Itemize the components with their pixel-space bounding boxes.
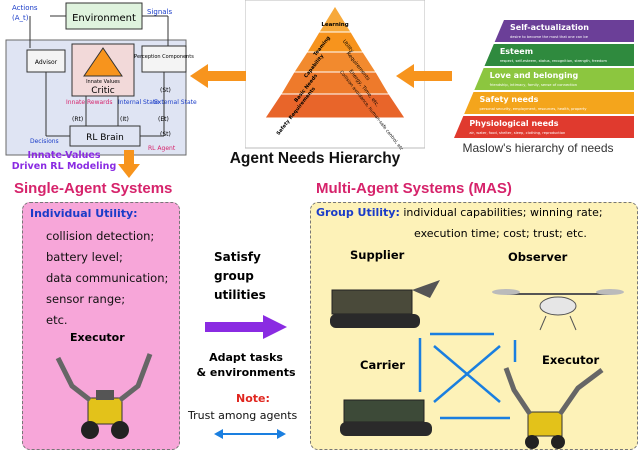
utility-item: collision detection; [46, 229, 155, 243]
utility-item: etc. [46, 313, 68, 327]
external-state-label: External State [154, 99, 197, 106]
signals-label: Signals [147, 8, 173, 16]
perception-label: Perception Components [134, 54, 194, 60]
executor-robot-icon [55, 353, 153, 439]
maslow-caption: Maslow's hierarchy of needs [462, 141, 614, 155]
individual-utility-title: Individual Utility: [30, 207, 138, 220]
individual-utility-list: collision detection; battery level; data… [46, 226, 168, 331]
adapt-label: Adapt tasks & environments [196, 351, 296, 379]
utility-item: sensor range; [46, 292, 126, 306]
environment-box [65, 2, 143, 30]
supplier-vehicle-icon [330, 280, 440, 328]
rl-brain-label: RL Brain [86, 133, 124, 143]
multi-agent-title: Multi-Agent Systems (MAS) [316, 180, 512, 197]
down-arrow-head [118, 164, 140, 178]
innate-values-rl-label: Innate-Values Driven RL Modeling [11, 150, 117, 172]
advisor-label: Advisor [35, 59, 58, 66]
left-arrow-2 [396, 64, 452, 88]
st-label: (St) [160, 87, 171, 94]
maslow-level-title: Safety needs [479, 95, 538, 104]
robot-wheel [111, 421, 129, 439]
rt-label: (Rt) [72, 116, 83, 123]
trust-arrow-right [277, 429, 286, 439]
maslow-pyramid: Self-actualization desire to become the m… [454, 20, 634, 138]
observer-label: Observer [508, 250, 568, 264]
mas-executor-robot-icon [503, 367, 604, 449]
single-agent-title: Single-Agent Systems [14, 180, 173, 197]
maslow-level [464, 92, 634, 114]
left-arrow-2-shape [396, 64, 452, 88]
et-label: (Et) [158, 116, 169, 123]
agent-rl-diagram: Environment Actions (A_t) Signals Adviso… [5, 2, 197, 156]
maslow-level-desc: friendship, intimacy, family, sense of c… [490, 83, 577, 87]
internal-state-label: Internal State [118, 99, 159, 106]
left-arrow-1 [190, 64, 246, 88]
carrier-label: Carrier [360, 358, 405, 372]
carrier-vehicle-icon [340, 399, 432, 436]
down-arrow-shaft [124, 150, 134, 166]
group-utility-text2: execution time; cost; trust; etc. [414, 227, 587, 240]
it-label: (It) [120, 116, 129, 123]
arrow-observer-carrier [433, 345, 501, 403]
maslow-level-title: Esteem [500, 47, 533, 56]
actions-label: Actions [12, 4, 38, 12]
robot-right-arm [118, 353, 153, 402]
group-utility-title: Group Utility: [316, 206, 400, 219]
decisions-label: Decisions [30, 138, 59, 145]
utility-item: data communication; [46, 271, 169, 285]
agent-needs-title: Agent Needs Hierarchy [229, 150, 401, 167]
trust-arrow-left [214, 429, 223, 439]
group-utility-text1: individual capabilities; winning rate; [403, 206, 603, 219]
robot-head [96, 390, 114, 400]
critic-label: Critic [91, 86, 115, 96]
maslow-level-title: Self-actualization [510, 23, 589, 32]
maslow-level [474, 68, 634, 90]
maslow-level [484, 44, 634, 66]
maslow-level-title: Physiological needs [469, 119, 558, 128]
down-arrow [118, 150, 140, 178]
mas-trust-arrows [418, 332, 517, 420]
robot-left-arm [55, 356, 92, 402]
pyramid-level-safety [264, 93, 406, 119]
maslow-level [494, 20, 634, 42]
group-utility-line1: Group Utility: individual capabilities; … [316, 206, 603, 219]
utility-item: battery level; [46, 250, 123, 264]
agent-needs-pyramid: Learning Teaming Utility Capability Requ… [245, 0, 425, 150]
pyramid-level-basic [280, 71, 390, 95]
robot-body [87, 397, 123, 425]
maslow-level-title: Love and belonging [490, 71, 579, 80]
trust-label: Trust among agents [188, 409, 298, 422]
environment-label: Environment [72, 13, 136, 24]
robot-wheel [81, 421, 99, 439]
trust-arrow [214, 429, 286, 439]
purple-right-arrow [205, 315, 287, 339]
rl-agent-label: RL Agent [148, 145, 176, 152]
maslow-level-desc: personal security, employment, resources… [479, 107, 587, 111]
pyramid-label-learning: Learning [321, 22, 348, 28]
left-arrow-1-shape [190, 64, 246, 88]
purple-arrow-shape [205, 315, 287, 339]
single-executor-label: Executor [70, 331, 125, 344]
satisfy-label: Satisfy group utilities [214, 250, 266, 302]
actions-sub-label: (A_t) [12, 14, 29, 22]
maslow-level-desc: respect, self-esteem, status, recognitio… [500, 59, 608, 63]
innate-values-label: Innate Values [86, 79, 120, 85]
maslow-level [454, 116, 634, 138]
observer-drone-icon [492, 289, 624, 331]
innate-rewards-label: Innate Rewards [66, 99, 112, 106]
mas-agents-graphic [330, 280, 624, 449]
note-label: Note: [236, 392, 270, 405]
maslow-level-desc: desire to become the most that one can b… [510, 35, 589, 39]
supplier-label: Supplier [350, 248, 405, 262]
multi-executor-label: Executor [542, 353, 600, 367]
innate-values-pyramid-icon [83, 47, 123, 77]
perception-box [141, 45, 187, 73]
maslow-level-desc: air, water, food, shelter, sleep, clothi… [469, 131, 565, 135]
st-brain-label: (St) [160, 131, 171, 138]
